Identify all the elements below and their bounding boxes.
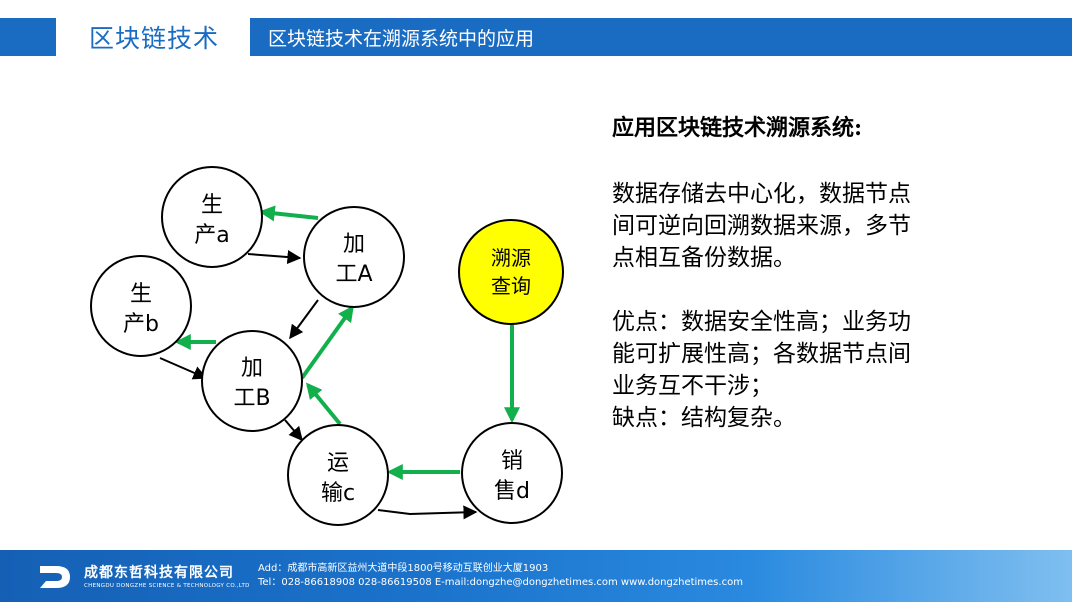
company-name: 成都东哲科技有限公司 bbox=[84, 565, 234, 581]
node-suyuan-chaxun: 溯源 查询 bbox=[458, 219, 564, 325]
panel-p2-line4: 缺点：结构复杂。 bbox=[612, 405, 796, 431]
arrow-jga-to-sca bbox=[258, 205, 319, 222]
panel-p2-line1: 优点：数据安全性高；业务功 bbox=[612, 309, 911, 335]
page-title: 区块链技术 bbox=[88, 24, 219, 53]
node-xiaoshou-d: 销 售d bbox=[461, 422, 563, 524]
company-contact: Add：成都市高新区益州大道中段1800号移动互联创业大厦1903 Tel：02… bbox=[258, 562, 743, 590]
node-shengchan-b-line1: 生 bbox=[130, 282, 152, 307]
node-shengchan-b-line2: 产b bbox=[123, 312, 159, 337]
node-shengchan-a-line2: 产a bbox=[194, 223, 229, 248]
node-jiagong-a-line2: 工A bbox=[335, 262, 372, 287]
panel-spacer bbox=[612, 274, 1032, 306]
panel-p2-line3: 业务互不干涉； bbox=[612, 373, 773, 399]
company-phone-email-web: Tel：028-86618908 028-86619508 E-mail:don… bbox=[258, 577, 743, 588]
traceability-diagram: 生 产a 加 工A 生 产b 加 工B 运 输c 销 售d 溯源 查询 bbox=[90, 166, 564, 526]
node-jiagong-a-line1: 加 bbox=[343, 232, 365, 257]
node-shengchan-a-line1: 生 bbox=[201, 193, 223, 218]
description-panel: 应用区块链技术溯源系统: 数据存储去中心化，数据节点 间可逆向回溯数据来源，多节… bbox=[612, 110, 1032, 434]
arrow-ysc-to-xsd bbox=[377, 505, 478, 520]
page-subtitle: 区块链技术在溯源系统中的应用 bbox=[268, 27, 535, 50]
node-yunshu-c-line2: 输c bbox=[321, 481, 355, 506]
panel-p1-line2: 间可逆向回溯数据来源，多节 bbox=[612, 213, 911, 239]
node-xiaoshou-d-line2: 售d bbox=[494, 479, 530, 504]
arrow-jgb-to-jga bbox=[300, 305, 354, 380]
panel-p2-line2: 能可扩展性高；各数据节点间 bbox=[612, 341, 911, 367]
node-jiagong-b: 加 工B bbox=[201, 330, 303, 432]
panel-p1-line1: 数据存储去中心化，数据节点 bbox=[612, 181, 911, 207]
arrow-sca-to-jga bbox=[247, 250, 302, 265]
arrow-ysc-to-jgb bbox=[305, 382, 342, 426]
node-shengchan-b: 生 产b bbox=[90, 255, 192, 357]
panel-heading: 应用区块链技术溯源系统: bbox=[612, 115, 863, 141]
footer-bar: 成都东哲科技有限公司 CHENGDU DONGZHE SCIENCE & TEC… bbox=[0, 550, 1072, 602]
node-xiaoshou-d-line1: 销 bbox=[501, 449, 523, 474]
traceback-arrows bbox=[174, 205, 520, 480]
panel-p1-line3: 点相互备份数据。 bbox=[612, 245, 796, 271]
arrow-jgb-to-ysc bbox=[284, 419, 303, 442]
company-name-en: CHENGDU DONGZHE SCIENCE & TECHNOLOGY CO.… bbox=[84, 583, 250, 589]
forward-flow-arrows bbox=[159, 250, 478, 520]
node-suyuan-line1: 溯源 bbox=[491, 246, 531, 270]
header-bar: 区块链技术在溯源系统中的应用 bbox=[250, 18, 1072, 56]
company-address: Add：成都市高新区益州大道中段1800号移动互联创业大厦1903 bbox=[258, 563, 549, 574]
node-jiagong-b-line1: 加 bbox=[241, 356, 263, 381]
header-accent-block bbox=[0, 18, 56, 56]
node-yunshu-c-line1: 运 bbox=[327, 451, 349, 476]
arrow-scb-to-jgb bbox=[159, 357, 208, 380]
node-jiagong-b-line2: 工B bbox=[233, 386, 270, 411]
node-yunshu-c: 运 输c bbox=[287, 424, 389, 526]
node-shengchan-a: 生 产a bbox=[161, 166, 263, 268]
node-jiagong-a: 加 工A bbox=[303, 206, 405, 308]
company-logo-icon bbox=[40, 566, 70, 588]
node-suyuan-line2: 查询 bbox=[491, 274, 531, 298]
arrow-jga-to-jgb bbox=[289, 299, 319, 340]
